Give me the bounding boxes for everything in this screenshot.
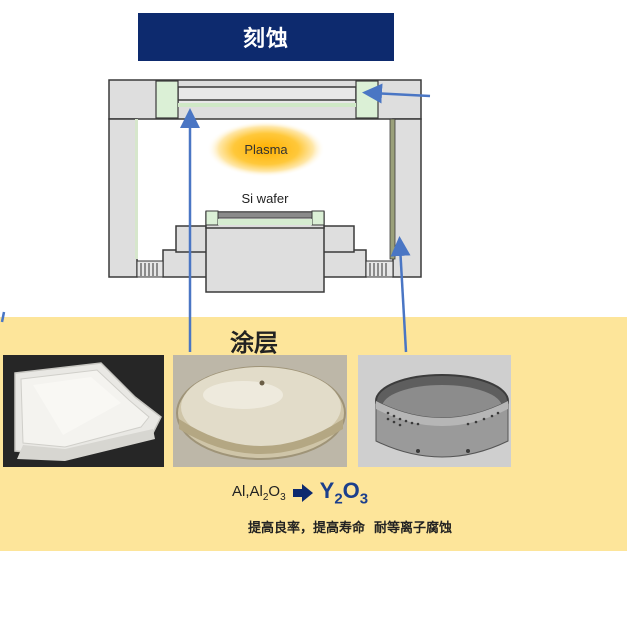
formula-from: Al,Al2O3 [232,483,286,503]
left-ceramic-ring [155,80,179,119]
title-text: 刻蚀 [242,27,289,52]
etch-chamber-diagram: Plasma Si wafer [108,79,422,293]
exhaust-grille-right [365,260,394,278]
plasma-label: Plasma [244,142,288,157]
coating-formula: Al,Al2O3 Y2O3 [232,478,368,508]
arrow-right-icon [292,484,313,502]
right-ceramic-ring [355,80,379,119]
wall-liner [389,118,396,260]
focus-ring-right [311,210,325,226]
photo-perforated-ring [358,355,511,467]
plasma-glow [207,121,325,177]
top-liner [177,86,357,106]
photo-coated-disk [173,355,347,467]
exhaust-grille-left [136,260,164,278]
top-inner-coating [178,103,356,107]
photo-ceramic-plate [3,355,164,467]
chamber-left-wall [108,118,138,278]
chuck-coating [218,219,312,225]
chamber-right-wall [392,118,422,278]
wall-liner-left [135,119,138,259]
stage-pillar [205,225,325,293]
focus-ring-left [205,210,219,226]
coating-benefits: 提高良率，提高寿命 耐等离子腐蚀 [248,521,453,536]
coating-title: 涂层 [230,329,278,357]
wafer-label: Si wafer [242,191,290,206]
wafer [217,211,313,219]
formula-to: Y2O3 [319,478,369,508]
page-title: 刻蚀 [138,13,394,61]
